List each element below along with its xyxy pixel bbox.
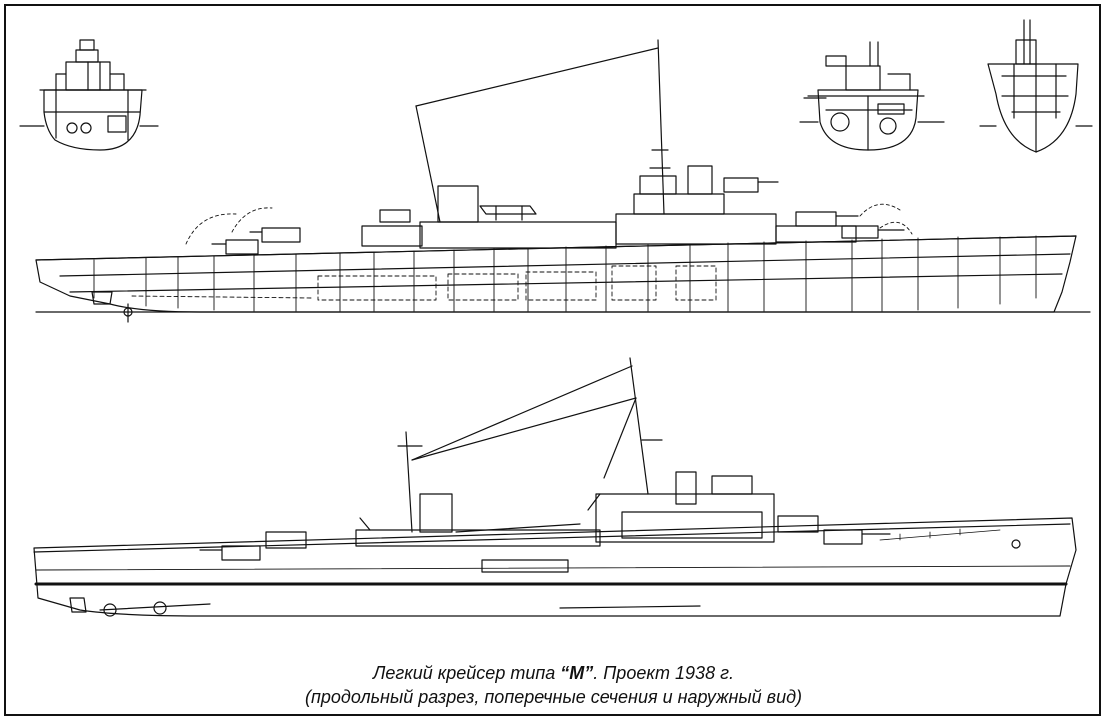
- turret-aft-2: [249, 227, 301, 243]
- turret-fwd-2: [841, 225, 905, 239]
- caption-subtitle: (продольный разрез, поперечные сечения и…: [304, 687, 803, 707]
- longitudinal-section: [35, 39, 1091, 323]
- cross-section-3: [979, 19, 1093, 153]
- turret-aft-2-profile: [265, 531, 307, 549]
- turret-fwd-2-profile: [823, 529, 863, 545]
- turret-fwd-1: [795, 211, 859, 227]
- turret-aft-1: [211, 239, 259, 255]
- turret-fwd-1-profile: [777, 515, 819, 533]
- figure-frame: [4, 4, 1101, 716]
- turret-midship: [379, 177, 779, 223]
- cross-section-2: [799, 41, 945, 151]
- outboard-profile: [33, 357, 1077, 617]
- caption-ship-type: “М”: [560, 663, 594, 683]
- cross-section-1: [19, 39, 159, 151]
- turret-aft-1-profile: [221, 545, 261, 561]
- caption-title: Легкий крейсер типа “М”. Проект 1938 г.: [0, 662, 1107, 684]
- caption-project-year: . Проект 1938 г.: [593, 663, 734, 683]
- caption-prefix: Легкий крейсер типа: [373, 663, 561, 683]
